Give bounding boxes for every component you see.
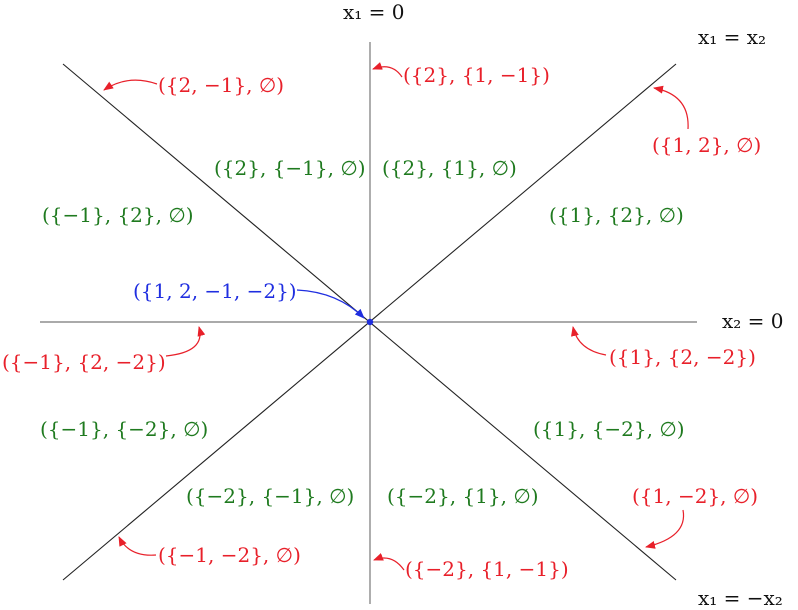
face-label-right-horizontal: ({1}, {2, −2}) bbox=[609, 345, 756, 369]
chamber-label-right-upper: ({1}, {2}, ∅) bbox=[549, 203, 684, 227]
face-label-top-diag-left: ({2, −1}, ∅) bbox=[158, 73, 284, 97]
chamber-label-top-left: ({2}, {−1}, ∅) bbox=[214, 156, 366, 180]
arrow-left-horizontal bbox=[165, 326, 206, 357]
arrow-bottom-diag-right bbox=[645, 509, 685, 549]
face-label-left-horizontal: ({−1}, {2, −2}) bbox=[2, 350, 166, 374]
arrow-bottom-vertical bbox=[373, 553, 405, 571]
horizontal-line-label: x₂ = 0 bbox=[722, 309, 784, 333]
arrow-top-vertical bbox=[372, 62, 403, 78]
chamber-label-left-upper: ({−1}, {2}, ∅) bbox=[42, 203, 194, 227]
origin-arrow bbox=[296, 289, 365, 319]
chamber-label-right-lower: ({1}, {−2}, ∅) bbox=[533, 417, 685, 441]
face-label-bottom-diag-right: ({1, −2}, ∅) bbox=[632, 484, 758, 508]
chamber-label-bottom-right: ({−2}, {1}, ∅) bbox=[387, 484, 539, 508]
diag-up-line-label: x₁ = x₂ bbox=[698, 25, 766, 49]
chamber-label-bottom-left: ({−2}, {−1}, ∅) bbox=[186, 484, 354, 508]
chamber-label-top-right: ({2}, {1}, ∅) bbox=[382, 156, 517, 180]
face-label-bottom-diag-left: ({−1, −2}, ∅) bbox=[158, 543, 301, 567]
face-label-bottom-vertical: ({−2}, {1, −1}) bbox=[405, 557, 569, 581]
face-label-top-diag-right: ({1, 2}, ∅) bbox=[652, 133, 761, 157]
origin-point bbox=[366, 318, 374, 326]
face-label-top-vertical: ({2}, {1, −1}) bbox=[403, 63, 550, 87]
arrow-right-horizontal bbox=[571, 326, 607, 356]
arrow-bottom-diag-left bbox=[118, 536, 157, 556]
chamber-label-left-lower: ({−1}, {−2}, ∅) bbox=[40, 417, 208, 441]
arrow-top-diag-left bbox=[103, 79, 158, 91]
arrow-top-diag-right bbox=[653, 85, 689, 130]
diag-down-line-label: x₁ = −x₂ bbox=[698, 586, 783, 610]
origin-label: ({1, 2, −1, −2}) bbox=[133, 279, 297, 303]
vertical-line-label: x₁ = 0 bbox=[343, 0, 405, 24]
